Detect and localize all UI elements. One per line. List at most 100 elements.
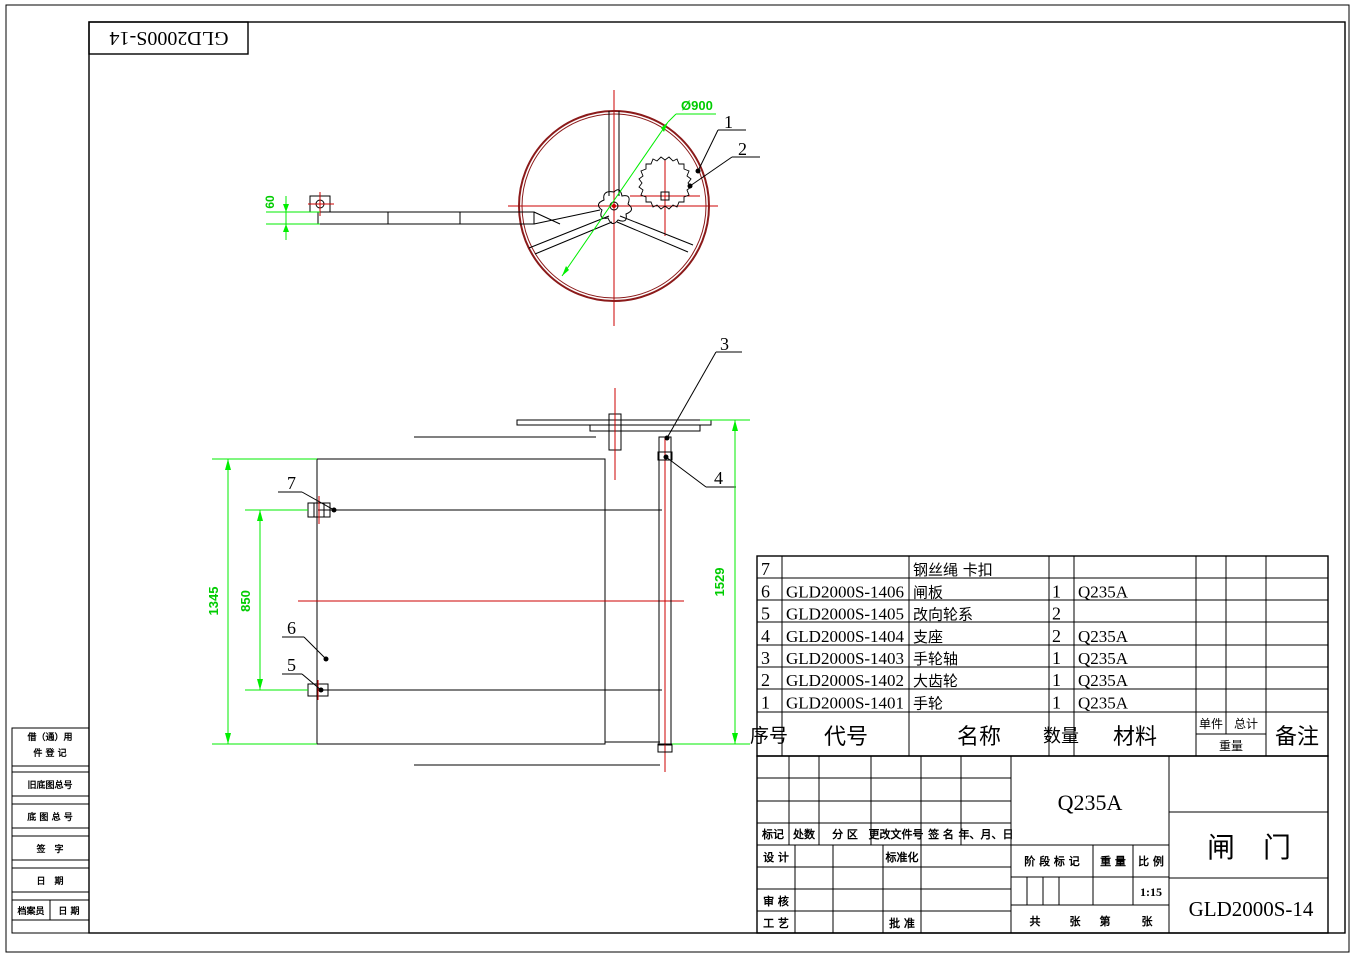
bom-cell-no: 7 xyxy=(761,559,770,579)
handwheel-boss xyxy=(598,189,632,224)
tb-approve: 批 准 xyxy=(889,916,915,930)
bom-cell-no: 5 xyxy=(761,604,770,624)
gear-teeth xyxy=(638,156,692,210)
bom-header-unit: 单件 xyxy=(1199,717,1223,731)
tb-standard: 标准化 xyxy=(885,850,919,864)
bom-cell-code: GLD2000S-1406 xyxy=(786,582,904,601)
tb-count: 处数 xyxy=(792,827,816,841)
bom-cell-mat: Q235A xyxy=(1078,671,1129,690)
tb-mark: 标记 xyxy=(761,827,784,841)
dim-1529-label: 1529 xyxy=(712,568,727,597)
bom-cell-no: 3 xyxy=(761,648,770,668)
bom-cell-code: GLD2000S-1402 xyxy=(786,671,904,690)
tb-sign: 签 名 xyxy=(927,827,954,841)
mirrored-drawing-number: GLD2000S-14 xyxy=(110,27,229,49)
bom-cell-name: 钢丝绳 卡扣 xyxy=(913,561,993,579)
strip-row4: 签 字 xyxy=(35,843,63,855)
leader-2-line xyxy=(689,156,733,187)
bom-header-name: 名称 xyxy=(957,725,1001,750)
bom-header-no: 序号 xyxy=(750,725,788,747)
handwheel-side xyxy=(516,419,712,426)
bom-header-mat: 材料 xyxy=(1113,725,1157,750)
strip-row1b: 件 登 记 xyxy=(33,747,66,759)
mirrored-number-box: GLD2000S-14 xyxy=(88,21,249,55)
bom-header-code: 代号 xyxy=(824,725,868,750)
bom-cell-qty: 1 xyxy=(1052,648,1061,668)
bom-cell-name: 手轮 xyxy=(913,694,943,712)
outer-border xyxy=(5,4,1350,953)
bom-cell-no: 1 xyxy=(761,692,770,712)
leader-6-line xyxy=(303,636,327,660)
bom-cell-name: 支座 xyxy=(913,628,943,646)
bom-cell-qty: 1 xyxy=(1052,692,1061,712)
bom-cell-code: GLD2000S-1404 xyxy=(786,627,905,646)
tb-total-sheets: 共 xyxy=(1030,914,1041,928)
strip-row2: 旧底图总号 xyxy=(27,779,72,791)
title-part-name: 闸 门 xyxy=(1207,831,1291,864)
bom-header-qty: 数量 xyxy=(1043,726,1079,747)
bom-cell-qty: 2 xyxy=(1052,604,1061,624)
tb-scale: 1:15 xyxy=(1140,885,1162,899)
leader-2-label: 2 xyxy=(738,139,747,159)
bom-header-weight: 重量 xyxy=(1219,739,1243,753)
strip-row3: 底 图 总 号 xyxy=(27,811,72,823)
tb-check: 审 核 xyxy=(763,894,789,908)
bom-cell-name: 手轮轴 xyxy=(913,650,958,668)
dim-diameter-label: Ø900 xyxy=(681,98,713,113)
bom-cell-code: GLD2000S-1403 xyxy=(786,649,904,668)
bom-cell-mat: Q235A xyxy=(1078,627,1129,646)
dim-diameter-line xyxy=(561,121,669,277)
leader-5-label: 5 xyxy=(287,655,296,675)
left-strip: 借（通）用 件 登 记 旧底图总号 底 图 总 号 签 字 日 期 档案员 日 … xyxy=(11,727,90,934)
bom-header-total: 总计 xyxy=(1234,717,1258,731)
bom-cell-qty: 2 xyxy=(1052,626,1061,646)
tb-scale-label: 比 例 xyxy=(1138,854,1164,868)
dim-850-label: 850 xyxy=(238,590,253,612)
leader-7-label: 7 xyxy=(287,473,296,493)
strip-row5: 日 期 xyxy=(36,875,63,887)
leader-5-line xyxy=(301,673,322,691)
bom-header-remark: 备注 xyxy=(1275,725,1319,750)
handwheel-rim xyxy=(518,110,710,302)
front-view: 3 4 7 6 5 1345 850 xyxy=(206,334,750,772)
slide-plate-top xyxy=(317,211,535,225)
leader-4-line xyxy=(665,456,707,488)
leader-7-line xyxy=(301,491,335,511)
dim-60-label: 60 xyxy=(263,195,277,209)
gear-hub xyxy=(660,191,670,201)
dim-1345-label: 1345 xyxy=(206,587,221,616)
tb-sheet-label: 张 xyxy=(1142,914,1154,928)
leader-6-label: 6 xyxy=(287,618,296,638)
bom-cell-code: GLD2000S-1405 xyxy=(786,605,904,624)
inner-border xyxy=(88,21,1346,934)
tb-zone: 分 区 xyxy=(832,827,858,841)
tb-stage: 阶 段 标 记 xyxy=(1024,854,1080,868)
bom-cell-code: GLD2000S-1401 xyxy=(786,693,904,712)
bom-cell-qty: 1 xyxy=(1052,581,1061,601)
leader-4-label: 4 xyxy=(714,468,723,488)
bom-cell-no: 4 xyxy=(761,626,770,646)
strip-row1: 借（通）用 xyxy=(26,731,72,743)
strip-row6a: 档案员 xyxy=(17,905,44,917)
tb-sheet-no: 第 xyxy=(1100,914,1111,928)
tb-process: 工 艺 xyxy=(763,916,789,930)
bom-cell-no: 6 xyxy=(761,581,770,601)
bom-cell-name: 改向轮系 xyxy=(913,606,973,624)
tb-change-doc: 更改文件号 xyxy=(869,827,924,841)
title-block: Q235A 闸 门 GLD2000S-14 标记 处数 分 区 更改文件号 签 … xyxy=(756,755,1329,934)
bom-cell-name: 闸板 xyxy=(913,583,943,601)
bom-cell-mat: Q235A xyxy=(1078,649,1129,668)
top-view: Ø900 60 1 2 xyxy=(263,90,760,326)
bom-cell-name: 大齿轮 xyxy=(913,672,958,690)
tb-weight: 重 量 xyxy=(1100,854,1126,868)
tb-design: 设 计 xyxy=(763,850,789,864)
bom-cell-qty: 1 xyxy=(1052,670,1061,690)
leader-3-label: 3 xyxy=(720,334,729,354)
leader-1-line xyxy=(697,129,719,172)
bom-cell-no: 2 xyxy=(761,670,770,690)
handwheel-rim-inner xyxy=(521,113,707,299)
title-material: Q235A xyxy=(1058,790,1123,815)
